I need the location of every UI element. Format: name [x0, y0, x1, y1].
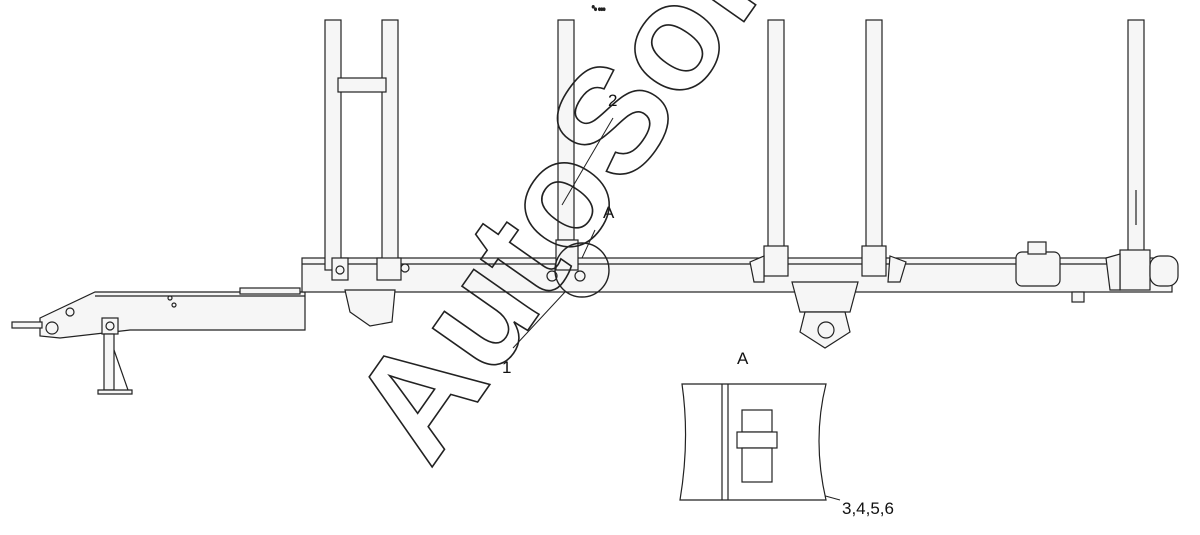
- detail-a-circle: [554, 242, 610, 298]
- callout-a: A: [603, 203, 615, 222]
- mid-mount: [1015, 241, 1061, 287]
- stake-pair-rear: [749, 19, 907, 349]
- main-frame: [301, 257, 1173, 327]
- drawbar: [11, 287, 306, 339]
- stake-middle: [546, 19, 610, 298]
- detail-a-title: A: [737, 349, 749, 368]
- support-jack: [97, 333, 133, 395]
- stake-last: [1105, 19, 1179, 291]
- detail-a-view: A 3,4,5,6: [679, 349, 894, 518]
- header-mark: ⁰ₒ ₒₒₒ: [592, 5, 606, 12]
- callout-1: 1: [502, 358, 511, 377]
- callout-2: 2: [608, 91, 617, 110]
- stake-pair-front: [324, 19, 410, 281]
- detail-parts-label: 3,4,5,6: [842, 499, 894, 518]
